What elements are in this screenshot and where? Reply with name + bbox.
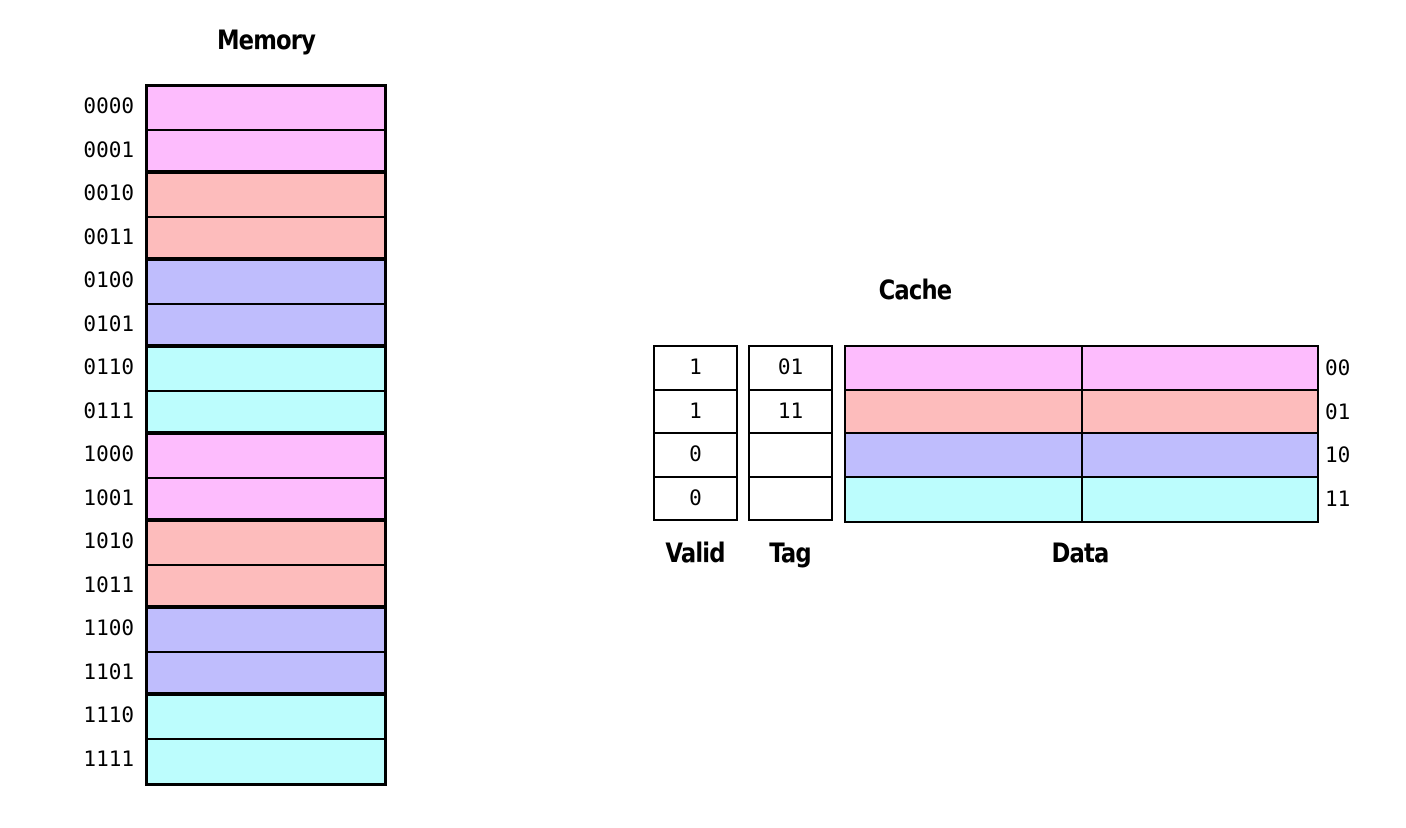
memory-address-label: 1110 [83,703,134,727]
memory-block [148,739,384,783]
memory-address-label: 0000 [83,94,134,118]
cache-data-block [846,477,1081,521]
set-index-labels: 00 01 10 11 [1325,347,1350,521]
cache-data-row [846,390,1317,434]
cache-data-block [1080,434,1317,476]
memory-block [148,522,384,566]
cache-data-row [846,477,1317,521]
cache-data-block [1080,347,1317,389]
cache-data-block [1080,477,1317,521]
memory-block [148,217,384,261]
memory-block [148,478,384,522]
tag-cell [748,477,833,521]
memory-address-label: 1001 [83,485,134,510]
memory-block [148,696,384,740]
valid-bit-cell: 1 [653,345,738,391]
memory-block [148,565,384,609]
valid-bit-cell: 0 [653,434,738,478]
memory-address-label: 1011 [83,572,134,597]
cache-data-block [846,347,1081,389]
valid-bit-cell: 1 [653,390,738,434]
cache-data-row [846,434,1317,478]
cache-data-block [846,434,1081,476]
data-label: Data [1051,538,1110,569]
cache-title: Cache [878,275,953,306]
memory-block [148,435,384,479]
memory-address-label: 1111 [83,746,134,771]
set-index-label: 11 [1325,486,1351,511]
memory-block [148,391,384,435]
memory-address-label: 1000 [83,442,134,466]
memory-address-label: 0001 [83,137,134,162]
tag-cell [748,434,833,478]
memory-address-label: 0010 [83,181,134,205]
memory-block [148,174,384,218]
memory-block [148,261,384,305]
cache-data-block [846,390,1081,432]
memory-address-label: 1010 [83,529,134,553]
memory-blocks [145,84,387,786]
set-index-label: 00 [1325,356,1351,380]
tag-label: Tag [769,538,811,569]
set-index-label: 10 [1325,443,1351,467]
memory-title: Memory [216,25,316,56]
tag-cell: 01 [748,345,833,391]
memory-block [148,609,384,653]
memory-address-label: 0100 [83,268,134,292]
memory-block [148,348,384,392]
memory-block [148,87,384,131]
valid-bit-cell: 0 [653,477,738,521]
valid-label: Valid [665,538,725,569]
memory-address-label: 1101 [83,659,134,684]
memory-block [148,304,384,348]
data-column [844,345,1319,523]
memory-address-labels: 0000 0001 0010 0011 0100 0101 0110 0111 1000 1001… [62,85,134,781]
memory-address-label: 0101 [83,311,134,336]
memory-block [148,652,384,696]
memory-address-label: 0110 [83,355,134,379]
tag-cell: 11 [748,390,833,434]
memory-address-label: 0011 [83,224,134,249]
memory-address-label: 1100 [83,616,134,640]
memory-address-label: 0111 [83,398,134,423]
memory-block [148,130,384,174]
cache-data-row [846,347,1317,391]
set-index-label: 01 [1325,399,1351,424]
cache-data-block [1080,390,1317,432]
